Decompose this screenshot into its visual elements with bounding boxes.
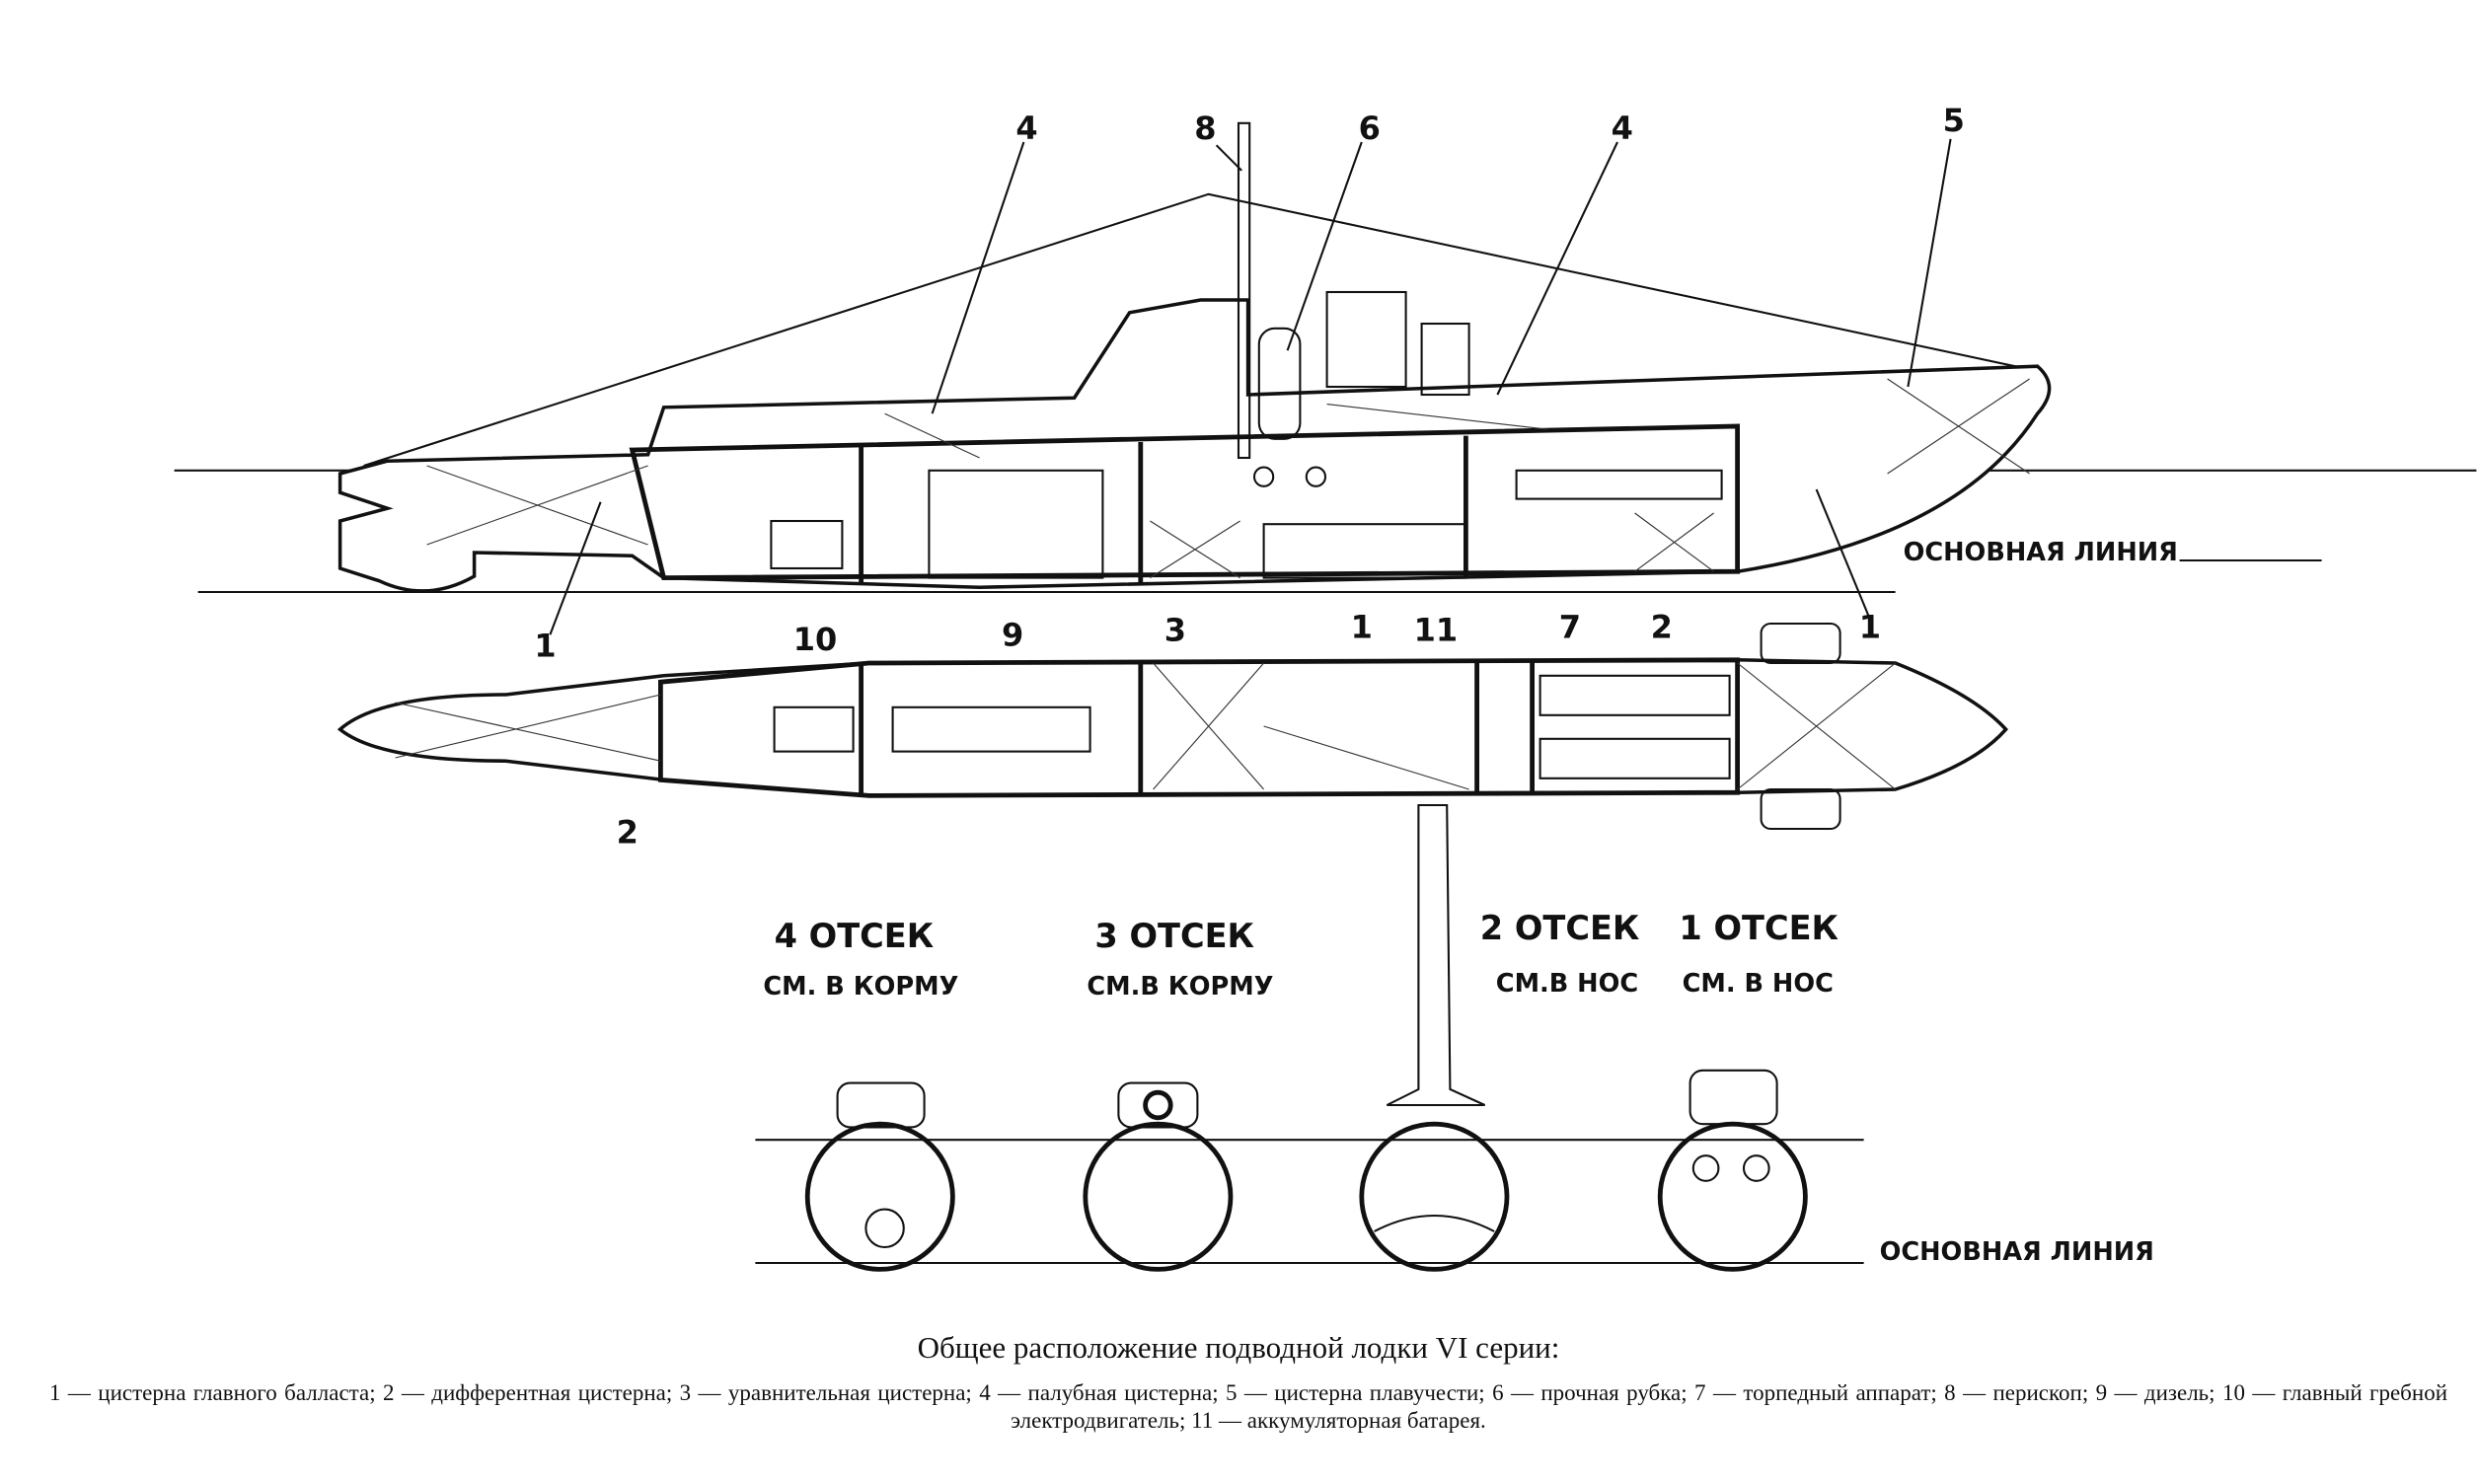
pressure-hull	[629, 423, 1740, 581]
section-3-subtitle: СМ.В КОРМУ	[1087, 972, 1273, 1002]
battery-side	[1262, 523, 1467, 579]
plan-hull	[337, 658, 2008, 798]
callout-10: 10	[793, 621, 838, 658]
section-3-title: 3 ОТСЕК	[1094, 917, 1254, 955]
caption-legend: 1 — цистерна главного балласта; 2 — дифф…	[49, 1380, 2447, 1433]
torpedo-tube-plan-2	[1539, 737, 1731, 779]
gun	[1420, 322, 1470, 397]
diesel-side	[928, 469, 1104, 579]
section-3	[1083, 1081, 1234, 1272]
side-hull	[338, 298, 2052, 593]
callout-8: 8	[1194, 110, 1216, 147]
callout-7: 7	[1559, 608, 1581, 645]
side-tank-hatching	[426, 378, 2030, 579]
rigging-line	[363, 192, 2038, 467]
callout-4-fwd: 4	[1612, 110, 1633, 147]
section-2-title: 2 ОТСЕК	[1480, 909, 1640, 947]
motor-side	[770, 519, 844, 570]
plan-tank-hatching	[395, 662, 1896, 790]
torpedo-tube-side	[1515, 469, 1723, 500]
callout-6: 6	[1359, 110, 1381, 147]
baseline-label: ОСНОВНАЯ ЛИНИЯ	[1904, 538, 2178, 567]
callout-2-aft: 2	[617, 813, 638, 851]
diesel-plan	[891, 705, 1091, 753]
section-2-subtitle: СМ.В НОС	[1496, 969, 1638, 999]
bridge	[1325, 290, 1407, 389]
callout-3: 3	[1164, 612, 1186, 649]
plan-pressure-hull	[658, 657, 1740, 798]
side-view: 4 8 6 4 5 ОСНОВНАЯ ЛИНИЯ	[174, 102, 2477, 635]
callout-2-fwd: 2	[1651, 608, 1673, 645]
callout-1-aft: 1	[534, 628, 556, 665]
plan-view: 1 10 9 3 1 11 7 2 1 2	[337, 608, 2008, 851]
motor-plan	[773, 705, 855, 753]
callout-leaders	[549, 138, 1952, 635]
plan-bulkheads	[859, 659, 1535, 796]
callout-9: 9	[1002, 616, 1023, 653]
hydroplane-bottom	[1760, 787, 1841, 831]
hydroplane-top	[1760, 622, 1841, 665]
cross-sections: 4 ОТСЕК СМ. В КОРМУ 3 ОТСЕК СМ.В КОРМУ 2…	[755, 803, 2154, 1272]
callout-1-mid: 1	[1351, 608, 1373, 645]
section-4	[804, 1081, 955, 1272]
callout-5: 5	[1943, 102, 1965, 139]
section-4-subtitle: СМ. В КОРМУ	[763, 972, 958, 1002]
callout-4-aft: 4	[1015, 110, 1037, 147]
conning-tower	[1257, 327, 1302, 440]
section-1-title: 1 ОТСЕК	[1679, 909, 1839, 947]
periscope	[1237, 121, 1251, 460]
sections-baseline-label: ОСНОВНАЯ ЛИНИЯ	[1880, 1237, 2154, 1267]
section-1	[1657, 1069, 1808, 1272]
callout-1-fwd: 1	[1859, 608, 1881, 645]
section-4-title: 4 ОТСЕК	[775, 917, 935, 955]
torpedo-tube-plan-1	[1539, 674, 1731, 716]
section-1-subtitle: СМ. В НОС	[1683, 969, 1834, 999]
section-2	[1359, 803, 1510, 1272]
caption-title: Общее расположение подводной лодки VI се…	[917, 1330, 1560, 1365]
callout-11: 11	[1414, 612, 1459, 649]
